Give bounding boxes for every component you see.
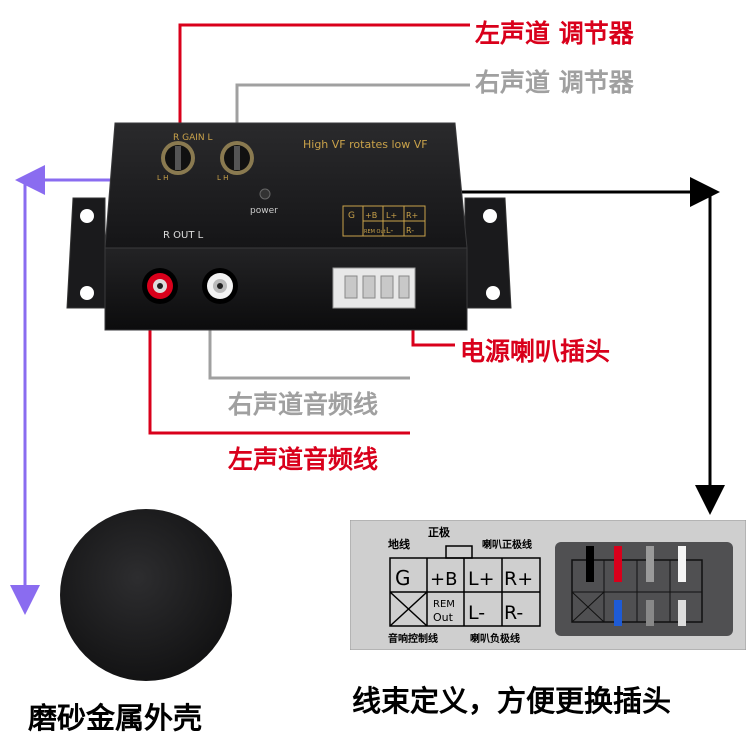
left-audio-line-label: 左声道音频线 — [228, 445, 379, 474]
pinout-positive-label: 正极 — [428, 525, 451, 539]
pinout-ground-label: 地线 — [388, 537, 410, 551]
pinout-speaker-positive-label: 喇叭正极线 — [482, 538, 532, 551]
svg-text:L+: L+ — [468, 568, 495, 590]
knob-marks-1: L H — [157, 174, 168, 182]
out-label: R OUT L — [163, 230, 204, 241]
power-label: power — [250, 206, 278, 216]
pinout-grid: G +B L+ R+ REM Out L- R- — [389, 545, 541, 627]
rca-jack-right — [142, 268, 178, 304]
svg-text:REM: REM — [433, 599, 455, 610]
amplifier-device: R GAIN L L H L H High VF rotates low VF … — [66, 122, 512, 331]
vf-text: High VF rotates low VF — [303, 138, 428, 151]
rca-jack-left — [202, 268, 238, 304]
svg-text:+B: +B — [430, 569, 457, 590]
svg-text:R+: R+ — [406, 211, 418, 220]
connector-photo — [555, 542, 733, 636]
power-speaker-connector — [332, 267, 416, 309]
power-led — [259, 188, 271, 200]
pinout-speaker-negative-label: 喇叭负极线 — [470, 632, 520, 645]
svg-text:G: G — [348, 211, 355, 221]
pinout-remote-label: 音响控制线 — [388, 632, 438, 645]
frosted-shell-label: 磨砂金属外壳 — [28, 701, 203, 735]
right-flange-hole — [483, 209, 497, 223]
wiring-definition-label: 线束定义，方便更换插头 — [352, 684, 672, 718]
right-audio-line-label: 右声道音频线 — [228, 390, 379, 419]
gain-label: R GAIN L — [173, 133, 213, 143]
pinout-panel: 地线 正极 喇叭正极线 G +B L+ R+ REM Out L- R- 音响控… — [350, 520, 746, 650]
svg-text:REM Out: REM Out — [364, 229, 386, 235]
frosted-metal-sample — [60, 509, 232, 681]
right-adjuster-label: 右声道 调节器 — [475, 68, 634, 97]
left-audio-leader — [148, 295, 410, 435]
power-speaker-plug-label: 电源喇叭插头 — [460, 337, 611, 366]
svg-text:R-: R- — [406, 226, 414, 235]
svg-text:G: G — [395, 566, 411, 590]
svg-text:R-: R- — [504, 602, 523, 624]
svg-text:Out: Out — [433, 611, 454, 624]
device-pin-legend: G +B L+ R+ REM Out L- R- — [342, 205, 426, 237]
knob-marks-2: L H — [217, 174, 228, 182]
svg-text:L-: L- — [386, 226, 393, 235]
svg-text:L-: L- — [468, 602, 485, 624]
left-flange-hole — [80, 209, 94, 223]
gain-knob-left-channel — [220, 141, 254, 175]
svg-text:L+: L+ — [386, 211, 397, 220]
svg-text:+B: +B — [365, 211, 377, 220]
left-adjuster-label: 左声道 调节器 — [475, 19, 634, 48]
gain-knob-right-channel — [161, 141, 195, 175]
left-adjuster-leader — [178, 23, 470, 155]
svg-text:R+: R+ — [504, 568, 533, 590]
